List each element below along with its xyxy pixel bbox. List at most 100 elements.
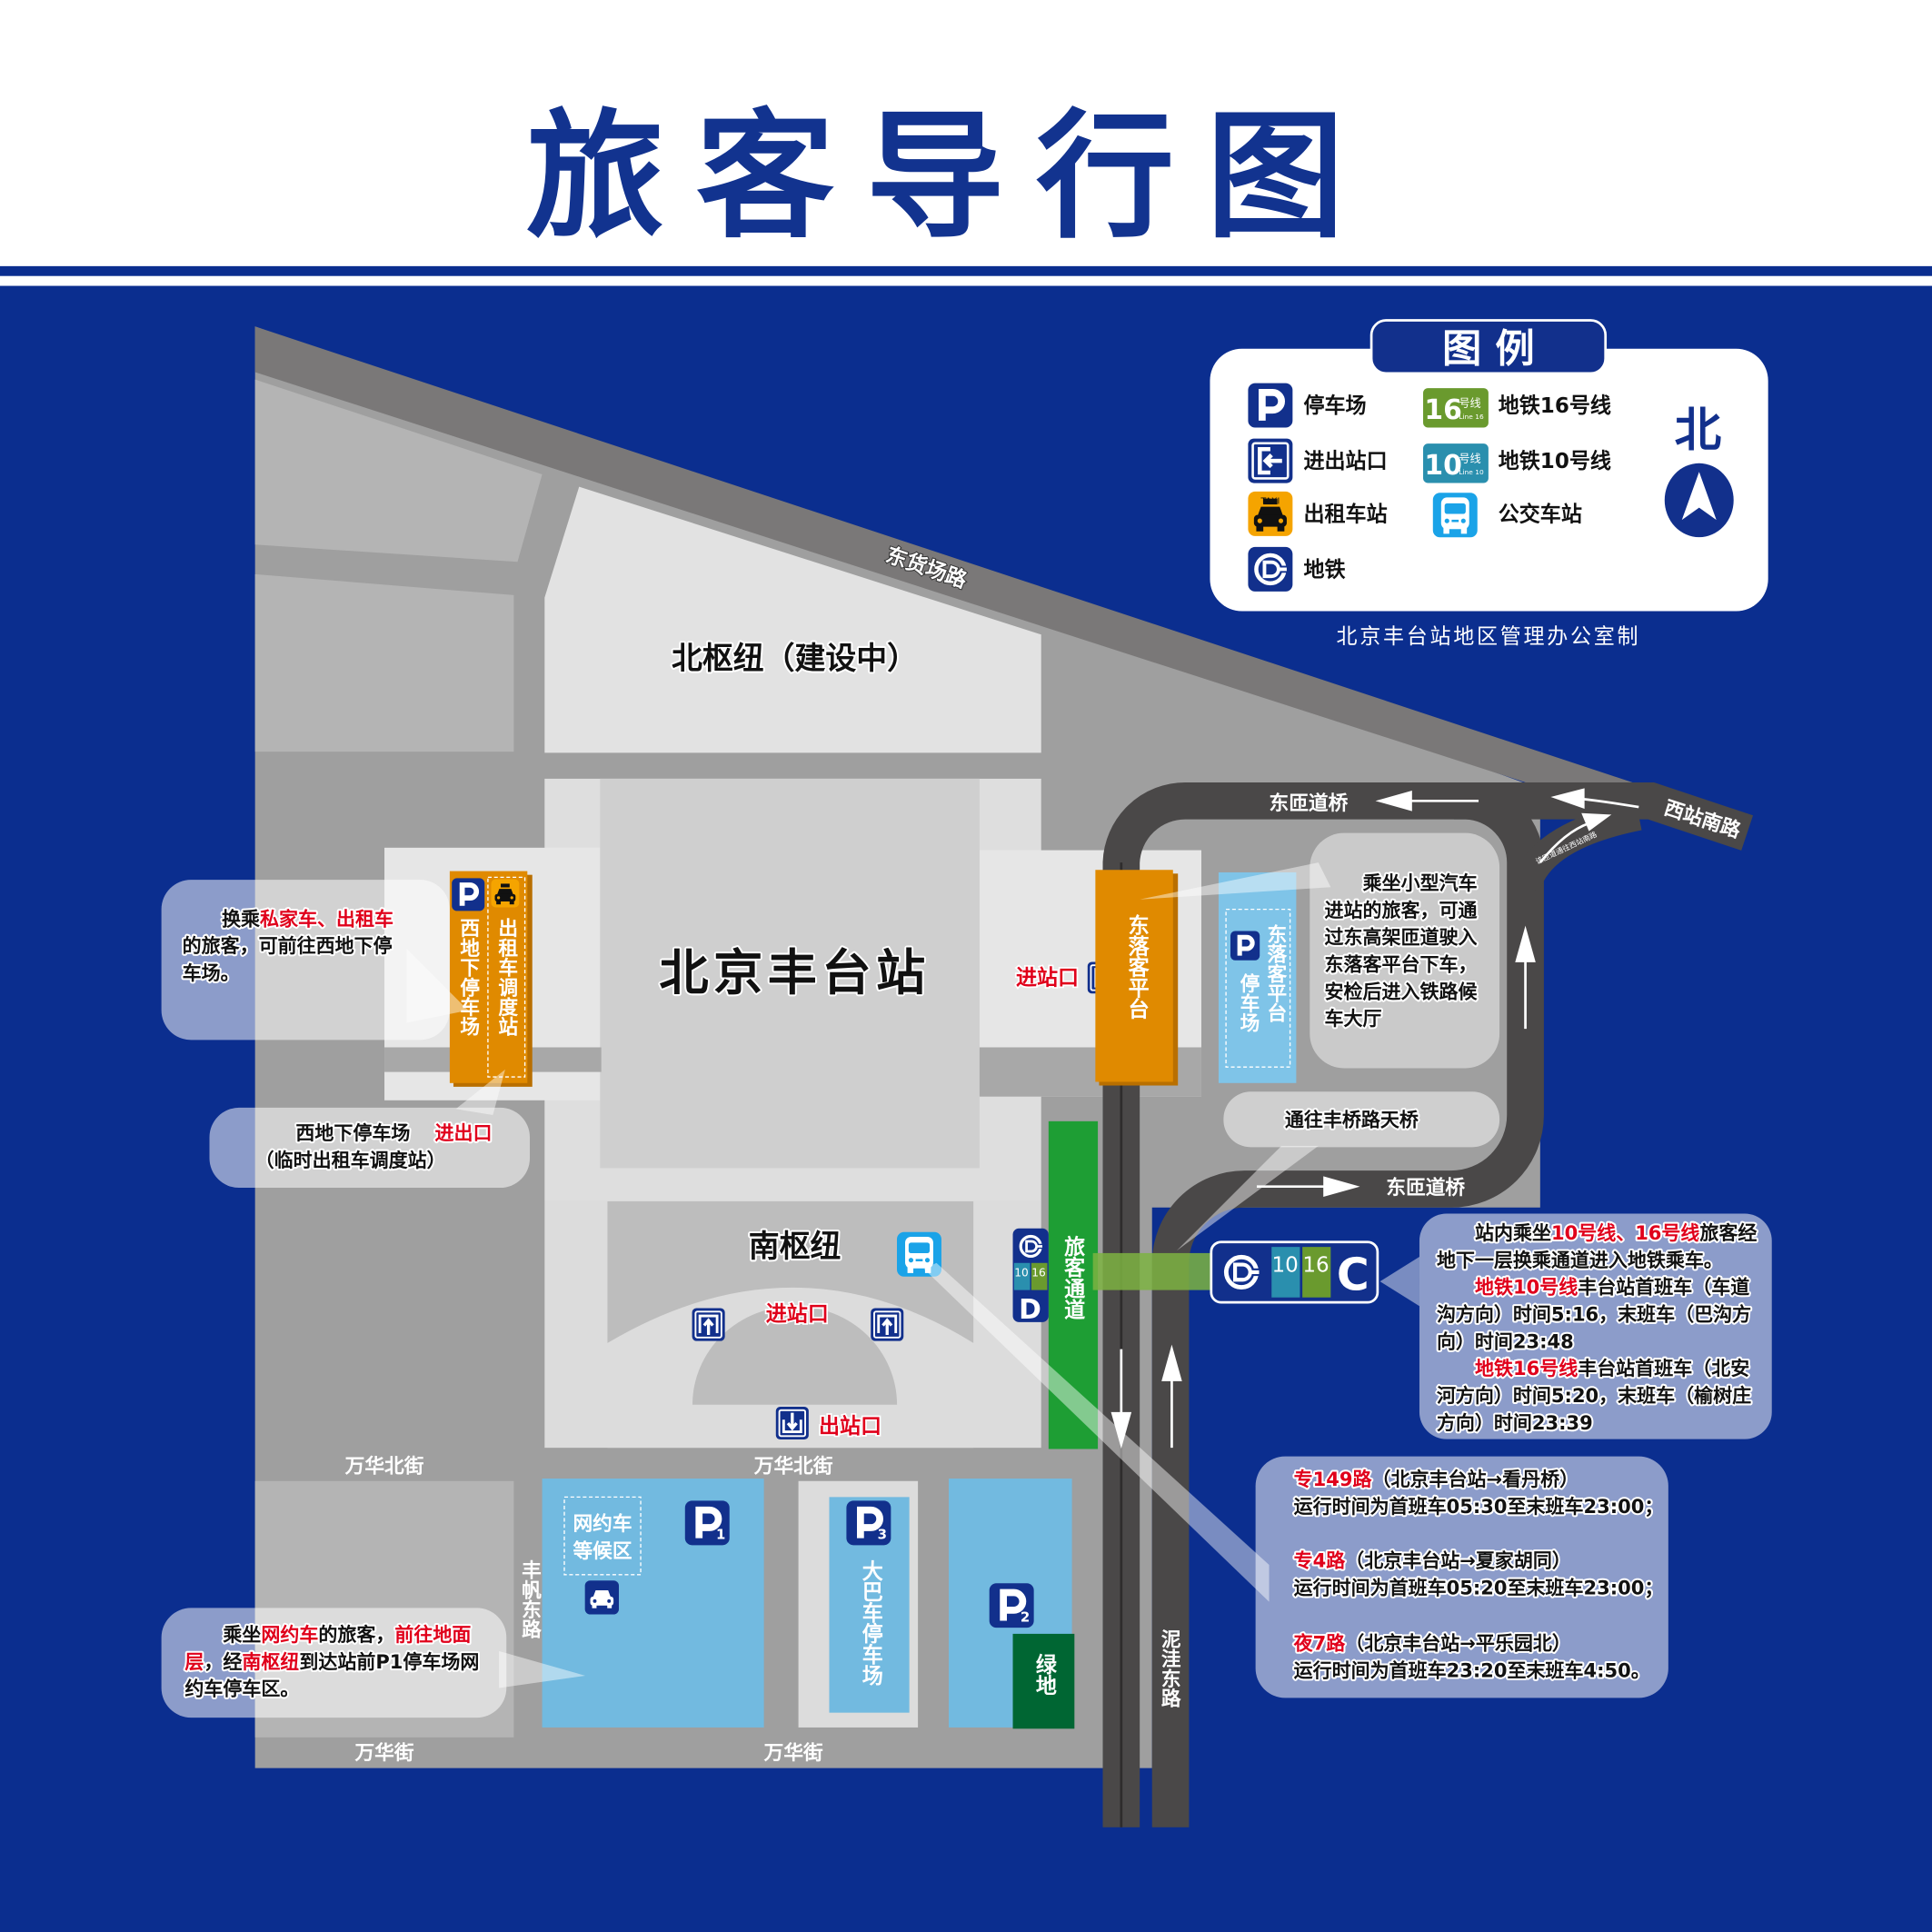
- west-parking-taxi-panel[interactable]: 西地下停车场 出租车调度站: [449, 871, 533, 1087]
- svg-text:运行时间为首班车05:20至末班车23:00；: 运行时间为首班车05:20至末班车23:00；: [1294, 1576, 1664, 1598]
- bus-icon: [1432, 493, 1478, 538]
- svg-text:地铁16号线丰台站首班车（北安: 地铁16号线丰台站首班车（北安: [1475, 1357, 1749, 1379]
- metro-exit-d[interactable]: 10 16 D: [1012, 1228, 1049, 1326]
- block-northwest-1: [254, 379, 543, 563]
- legend-label: 公交车站: [1499, 503, 1582, 527]
- svg-text:（临时出租车调度站）: （临时出租车调度站）: [255, 1149, 446, 1171]
- road-label-wanhua-north-1: 万华北街: [345, 1454, 424, 1478]
- north-label: 北: [1675, 403, 1722, 458]
- svg-text:东落客平台下车，: 东落客平台下车，: [1325, 952, 1478, 975]
- legend-label: 地铁16号线: [1499, 393, 1611, 418]
- header-divider: [0, 265, 1932, 276]
- svg-text:约车停车区。: 约车停车区。: [184, 1678, 299, 1700]
- east-parking-label-b: 停车场: [1237, 972, 1260, 1033]
- exit-icon[interactable]: [774, 1406, 810, 1441]
- legend: 图 例 停车场 进出站口 TAXI 出租车站 地铁 16 号线 Line 16 …: [1210, 319, 1768, 612]
- parking-icon: [1230, 931, 1260, 961]
- road-arrows: [1110, 788, 1639, 1449]
- legend-title: 图 例: [1442, 327, 1535, 373]
- svg-text:号线: 号线: [1459, 396, 1480, 409]
- north-hub-area: [544, 486, 1041, 753]
- svg-text:16: 16: [1424, 394, 1461, 426]
- svg-text:过东高架匝道驶入: 过东高架匝道驶入: [1325, 926, 1478, 949]
- svg-text:车大厅: 车大厅: [1325, 1007, 1382, 1030]
- svg-text:安检后进入铁路候: 安检后进入铁路候: [1325, 980, 1479, 1002]
- legend-label: 停车场: [1304, 393, 1367, 418]
- line-16-badge: 16 号线 Line 16: [1423, 388, 1489, 428]
- svg-text:运行时间为首班车23:20至末班车4:50。: 运行时间为首班车23:20至末班车4:50。: [1294, 1658, 1650, 1681]
- north-arrow-icon: [1664, 463, 1734, 538]
- line-10-number: 10: [1272, 1253, 1299, 1277]
- callout-subway: 站内乘坐10号线、16号线旅客经 地下一层换乘通道进入地铁乘车。 地铁10号线丰…: [1419, 1213, 1772, 1439]
- svg-text:层，经南枢纽到达站前P1停车场网: 层，经南枢纽到达站前P1停车场网: [184, 1650, 479, 1673]
- south-hub-half-circle: [692, 1306, 898, 1405]
- callout-west-parking-exit: 西地下停车场进出口 （临时出租车调度站）: [209, 1107, 531, 1189]
- bus-parking-label: 大巴车停车场: [858, 1560, 883, 1687]
- line-10-number: 10: [1014, 1267, 1029, 1280]
- metro-exit-c[interactable]: 10 16 C: [1210, 1240, 1379, 1304]
- legend-label: 出租车站: [1304, 503, 1388, 527]
- entrance-icon[interactable]: [870, 1307, 905, 1342]
- svg-text:TAXI: TAXI: [1260, 497, 1280, 507]
- greenland-label: 绿地: [1031, 1653, 1057, 1696]
- station-building: [600, 778, 980, 1169]
- svg-text:河方向）时间5:20，末班车（榆树庄: 河方向）时间5:20，末班车（榆树庄: [1437, 1384, 1751, 1407]
- taxi-dispatch-label: 出租车调度站: [495, 918, 518, 1037]
- entrance-exit-icon: [1248, 439, 1292, 483]
- line-16-number: 16: [1302, 1253, 1329, 1277]
- parking-icon: [1248, 383, 1292, 428]
- svg-text:地铁10号线丰台站首班车（车道: 地铁10号线丰台站首班车（车道: [1475, 1276, 1749, 1299]
- exit-c-letter: C: [1337, 1250, 1369, 1301]
- callout-west-transfer: 换乘私家车、出租车 的旅客，可前往西地下停 车场。: [161, 880, 450, 1041]
- svg-text:运行时间为首班车05:30至末班车23:00；: 运行时间为首班车05:30至末班车23:00；: [1294, 1495, 1664, 1518]
- svg-text:专149路（北京丰台站→看丹桥）: 专149路（北京丰台站→看丹桥）: [1294, 1468, 1578, 1490]
- east-parking-label-a: 东落客平台: [1264, 923, 1287, 1023]
- south-exit-label: 出站口: [819, 1415, 881, 1439]
- line-10-badge: 10 号线 Line 10: [1423, 443, 1489, 483]
- road-label-east-ramp-bottom: 东匝道桥: [1386, 1176, 1465, 1200]
- svg-text:通往丰桥路天桥: 通往丰桥路天桥: [1285, 1108, 1419, 1130]
- header-background: [0, 0, 1932, 266]
- south-entrance-label: 进站口: [766, 1302, 829, 1326]
- taxi-icon: TAXI: [1248, 491, 1293, 536]
- passenger-corridor[interactable]: [1048, 1120, 1099, 1449]
- svg-text:号线: 号线: [1459, 452, 1480, 464]
- line-16-number: 16: [1031, 1267, 1046, 1280]
- svg-text:站内乘坐10号线、16号线旅客经: 站内乘坐10号线、16号线旅客经: [1475, 1221, 1757, 1244]
- ride-hailing-zone: [563, 1496, 642, 1576]
- ride-hailing-label-1: 网约车: [573, 1512, 632, 1536]
- road-loop: [1102, 782, 1754, 1827]
- north-hub-label: 北枢纽（建设中）: [672, 641, 918, 676]
- block-northwest-2: [254, 573, 514, 752]
- parking-icon: [452, 878, 484, 911]
- east-platform-parking[interactable]: 东落客平台 停车场: [1218, 871, 1297, 1083]
- road-donghuochang: [254, 326, 1651, 808]
- svg-text:乘坐网约车的旅客，前往地面: 乘坐网约车的旅客，前往地面: [222, 1623, 471, 1646]
- metro-icon: [1248, 547, 1292, 592]
- passenger-corridor-label: 旅客通道: [1061, 1235, 1086, 1320]
- road-label-wanhua-1: 万华街: [354, 1741, 413, 1765]
- callout-skybridge: 通往丰桥路天桥: [1223, 1091, 1500, 1148]
- bus-route: 专4路（北京丰台站→夏家胡同） 运行时间为首班车05:20至末班车23:00；: [1292, 1548, 1666, 1601]
- road-label-niwa-east: 泥洼东路: [1158, 1628, 1180, 1708]
- svg-text:专4路（北京丰台站→夏家胡同）: 专4路（北京丰台站→夏家胡同）: [1294, 1549, 1571, 1572]
- ride-hailing-label-2: 等候区: [573, 1539, 632, 1563]
- taxi-icon: [491, 879, 520, 908]
- east-drop-off-platform[interactable]: 东落客平台: [1095, 870, 1179, 1086]
- station-label: 北京丰台站: [659, 944, 930, 1001]
- svg-text:乘坐小型汽车: 乘坐小型汽车: [1362, 871, 1478, 894]
- south-hub-label: 南枢纽: [749, 1229, 842, 1264]
- svg-text:车场。: 车场。: [183, 961, 240, 984]
- east-platform-label: 东落客平台: [1124, 913, 1150, 1019]
- bus-route: 专149路（北京丰台站→看丹桥） 运行时间为首班车05:30至末班车23:00；: [1292, 1466, 1666, 1519]
- metro-icon: [1013, 1230, 1048, 1263]
- entrance-icon[interactable]: [691, 1307, 726, 1342]
- svg-text:沟方向）时间5:16，末班车（巴沟方: 沟方向）时间5:16，末班车（巴沟方: [1437, 1302, 1751, 1325]
- car-icon: [584, 1580, 620, 1615]
- svg-text:换乘私家车、出租车: 换乘私家车、出租车: [222, 907, 393, 930]
- svg-text:的旅客，可前往西地下停: 的旅客，可前往西地下停: [183, 934, 393, 957]
- callout-ride-hailing: 乘坐网约车的旅客，前往地面 层，经南枢纽到达站前P1停车场网 约车停车区。: [161, 1608, 507, 1718]
- bus-route: 夜7路（北京丰台站→平乐园北） 运行时间为首班车23:20至末班车4:50。: [1291, 1629, 1652, 1683]
- transfer-passage: [1092, 1252, 1214, 1290]
